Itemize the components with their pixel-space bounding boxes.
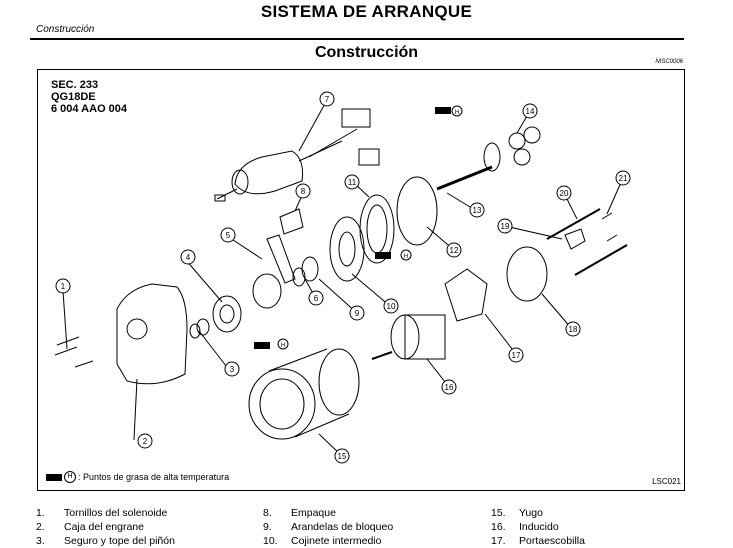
callout-18: 18 xyxy=(565,321,581,337)
grease-symbol: H xyxy=(404,254,408,260)
callout-15: 15 xyxy=(334,448,350,464)
list-item: 2.Caja del engrane xyxy=(36,521,144,533)
svg-text:11: 11 xyxy=(348,178,357,187)
callout-12: 12 xyxy=(446,242,462,258)
solenoid-illustration xyxy=(214,108,371,202)
svg-text:21: 21 xyxy=(619,174,628,183)
list-item: 17.Portaescobilla xyxy=(491,535,585,547)
planetary-gear xyxy=(508,132,526,150)
intermediate-bearing-illustration xyxy=(329,216,365,282)
svg-text:13: 13 xyxy=(473,206,482,215)
callout-8: 8 xyxy=(295,183,311,199)
svg-text:12: 12 xyxy=(450,246,459,255)
through-bolt xyxy=(546,208,601,240)
callout-21: 21 xyxy=(615,170,631,186)
callout-11: 11 xyxy=(344,174,360,190)
bracket-illustration xyxy=(358,148,380,166)
svg-text:9: 9 xyxy=(355,309,360,318)
callout-10: 10 xyxy=(383,298,399,314)
grease-badge-icon xyxy=(46,473,62,481)
svg-text:17: 17 xyxy=(512,351,521,360)
svg-text:18: 18 xyxy=(569,325,578,334)
sec-line: 6 004 AAO 004 xyxy=(51,103,128,115)
sec-line: QG18DE xyxy=(51,91,96,103)
list-item: 8.Empaque xyxy=(263,507,336,519)
gear-case-illustration xyxy=(116,283,188,385)
section-label: Construcción xyxy=(36,24,95,35)
callout-16: 16 xyxy=(441,379,457,395)
plate-illustration xyxy=(396,176,438,246)
list-item: 16.Inducido xyxy=(491,521,559,533)
grease-symbol: H xyxy=(455,110,459,116)
svg-text:16: 16 xyxy=(445,383,454,392)
svg-text:3: 3 xyxy=(230,365,235,374)
header-rule xyxy=(30,38,684,40)
starter-exploded-diagram: H H H 1 2 3 4 5 6 7 xyxy=(54,91,631,464)
list-item: 10.Cojinete intermedio xyxy=(263,535,382,547)
figure-frame xyxy=(37,69,685,491)
brush-holder-illustration xyxy=(444,268,488,322)
shaft-illustration xyxy=(436,165,493,191)
section-code-block: SEC. 233 QG18DE 6 004 AAO 004 xyxy=(51,79,127,115)
callout-17: 17 xyxy=(508,347,524,363)
callout-14: 14 xyxy=(522,103,538,119)
legend-text: : Puntos de grasa de alta temperatura xyxy=(78,472,230,482)
svg-text:10: 10 xyxy=(387,302,396,311)
grease-symbol: H xyxy=(64,471,76,483)
callout-9: 9 xyxy=(349,305,365,321)
svg-text:6: 6 xyxy=(314,294,319,303)
callout-group: 1 2 3 4 5 6 7 8 9 10 11 12 13 14 15 16 1… xyxy=(55,91,631,464)
shift-lever-illustration xyxy=(266,234,296,284)
solenoid-screw xyxy=(56,336,80,346)
gasket-illustration xyxy=(279,208,304,235)
reference-code: NISC0006 xyxy=(655,59,683,65)
svg-text:5: 5 xyxy=(226,231,231,240)
callout-13: 13 xyxy=(469,202,485,218)
callout-4: 4 xyxy=(180,249,196,265)
screw xyxy=(601,212,613,220)
callout-3: 3 xyxy=(224,361,240,377)
list-item: 15.Yugo xyxy=(491,507,543,519)
callout-6: 6 xyxy=(308,290,324,306)
rear-cover-illustration xyxy=(506,246,548,302)
callout-1: 1 xyxy=(55,278,71,294)
svg-text:14: 14 xyxy=(526,107,535,116)
list-item: 9.Arandelas de bloqueo xyxy=(263,521,394,533)
svg-text:8: 8 xyxy=(301,187,306,196)
parts-list-column-3: 15.Yugo 16.Inducido 17.Portaescobilla xyxy=(491,506,585,548)
parts-list-column-2: 8.Empaque 9.Arandelas de bloqueo 10.Coji… xyxy=(263,506,393,548)
document-title: SISTEMA DE ARRANQUE xyxy=(260,2,473,21)
page-heading: Construcción xyxy=(314,44,419,61)
washer-illustration xyxy=(301,256,319,282)
callout-5: 5 xyxy=(220,227,236,243)
callout-7: 7 xyxy=(319,91,335,107)
svg-text:7: 7 xyxy=(325,95,330,104)
svg-text:15: 15 xyxy=(338,452,347,461)
pinion-illustration xyxy=(212,295,242,333)
sec-line: SEC. 233 xyxy=(51,79,99,91)
svg-text:2: 2 xyxy=(143,437,148,446)
parts-list-column-1: 1.Tornillos del solenoide 2.Caja del eng… xyxy=(36,506,175,548)
figure-code: LSC021 xyxy=(652,477,681,486)
grease-legend: H : Puntos de grasa de alta temperatura xyxy=(46,471,229,483)
cover-illustration xyxy=(564,228,586,250)
list-item: 1.Tornillos del solenoide xyxy=(36,507,168,519)
grease-point-marks: H H H xyxy=(254,105,463,350)
svg-text:19: 19 xyxy=(501,222,510,231)
callout-2: 2 xyxy=(137,433,153,449)
grease-symbol: H xyxy=(281,343,285,349)
callout-20: 20 xyxy=(556,185,572,201)
svg-text:1: 1 xyxy=(61,282,66,291)
callout-19: 19 xyxy=(497,218,513,234)
list-item: 3.Seguro y tope del piñón xyxy=(36,535,175,547)
svg-text:20: 20 xyxy=(560,189,569,198)
svg-text:4: 4 xyxy=(186,253,191,262)
yoke-illustration xyxy=(248,368,316,440)
